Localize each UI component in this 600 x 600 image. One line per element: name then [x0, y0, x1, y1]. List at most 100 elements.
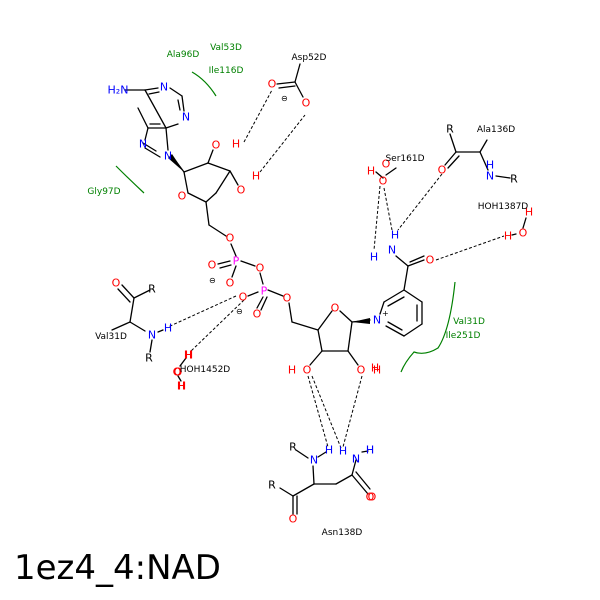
bond — [217, 260, 231, 265]
atom-label: N — [352, 453, 360, 466]
atom-label: O — [268, 78, 277, 91]
atom-label: N — [148, 329, 156, 342]
atom-label: H — [184, 349, 192, 362]
residue-label: Ser161D — [385, 154, 424, 164]
atom-label: H — [373, 364, 381, 377]
hbond-line — [189, 299, 245, 353]
bond — [387, 321, 403, 331]
bond — [395, 255, 409, 267]
atom-label: O — [302, 97, 311, 110]
bond — [187, 192, 207, 203]
atom-label: O — [357, 364, 366, 377]
bond — [278, 85, 296, 89]
hbond-line — [311, 375, 342, 449]
hbond-line — [307, 375, 329, 448]
bond — [317, 310, 333, 331]
bond — [317, 329, 323, 352]
hydrophobic-arc — [115, 165, 145, 194]
bond — [183, 171, 189, 194]
bond — [312, 465, 315, 485]
residue-label: Ala136D — [477, 125, 515, 135]
bond — [260, 296, 268, 311]
bond — [403, 265, 409, 291]
atom-label: H — [232, 138, 240, 151]
atom-label: H — [185, 349, 193, 362]
bond — [317, 451, 327, 458]
atom-label: H — [367, 165, 375, 178]
atom-label: O — [239, 291, 248, 304]
bond — [165, 123, 179, 129]
atom-label: N — [352, 453, 360, 466]
bond — [288, 302, 293, 323]
bond — [144, 127, 149, 141]
atom-label: O — [237, 184, 246, 197]
atom-label: R — [289, 441, 297, 454]
atom-label: H — [177, 380, 185, 393]
bond — [511, 233, 517, 236]
atom-label: O — [208, 259, 217, 272]
bond — [177, 99, 181, 111]
bond — [205, 201, 210, 226]
atom-label: H — [370, 251, 378, 264]
bond — [149, 339, 153, 353]
bond — [157, 329, 164, 333]
bond — [385, 167, 397, 176]
hbond-line — [259, 114, 306, 173]
bond — [267, 289, 284, 297]
atom-label: O — [379, 175, 388, 188]
hydrophobic-contacts — [115, 71, 456, 373]
bond — [183, 162, 209, 173]
bond — [117, 288, 131, 303]
bond — [351, 474, 369, 495]
atom-label: O — [174, 366, 183, 379]
bond — [144, 147, 161, 158]
bond — [347, 321, 353, 352]
hbond-line — [397, 173, 443, 231]
atom-label: O — [226, 232, 235, 245]
bond — [111, 321, 131, 331]
bond — [403, 323, 423, 337]
atom-label: P — [233, 255, 240, 268]
atom-label: R — [268, 479, 276, 492]
atom-label: R — [145, 352, 153, 365]
atom-label: N — [160, 81, 168, 94]
atom-label: R — [446, 123, 454, 136]
bond — [522, 217, 527, 229]
bond — [447, 155, 460, 169]
bond — [387, 296, 405, 307]
bond — [169, 87, 183, 97]
atom-label: O — [368, 491, 377, 504]
atom-label: H — [391, 229, 399, 242]
atom-label: O — [283, 292, 292, 305]
atom-label: P — [261, 285, 268, 298]
residue-label: Ile251D — [446, 331, 481, 341]
bond — [295, 449, 309, 459]
atom-label: N — [164, 150, 172, 163]
bond — [219, 264, 232, 269]
atom-label: O — [178, 190, 187, 203]
atom-label: H — [366, 444, 374, 457]
bond — [309, 350, 323, 366]
bond — [403, 289, 423, 303]
bond — [208, 224, 227, 237]
bond — [177, 375, 182, 382]
negative-charge: ⊖ — [209, 276, 216, 285]
bond — [291, 321, 319, 331]
wedge-bond — [352, 318, 370, 324]
atom-label: R — [148, 283, 156, 296]
bond — [215, 170, 231, 194]
atom-label: O — [226, 277, 235, 290]
atom-label: H — [288, 364, 296, 377]
residue-label: Val31D — [95, 332, 127, 342]
bond — [144, 89, 167, 129]
atom-label: O — [253, 308, 262, 321]
bond — [294, 81, 304, 98]
bond — [129, 297, 135, 323]
bond — [379, 301, 385, 315]
hbond-line — [342, 375, 363, 448]
atom-label: H — [366, 444, 374, 457]
residue-label: HOH1387D — [478, 202, 529, 212]
atom-label: O — [174, 366, 183, 379]
atom-label: O — [331, 302, 340, 315]
bond — [205, 192, 217, 203]
